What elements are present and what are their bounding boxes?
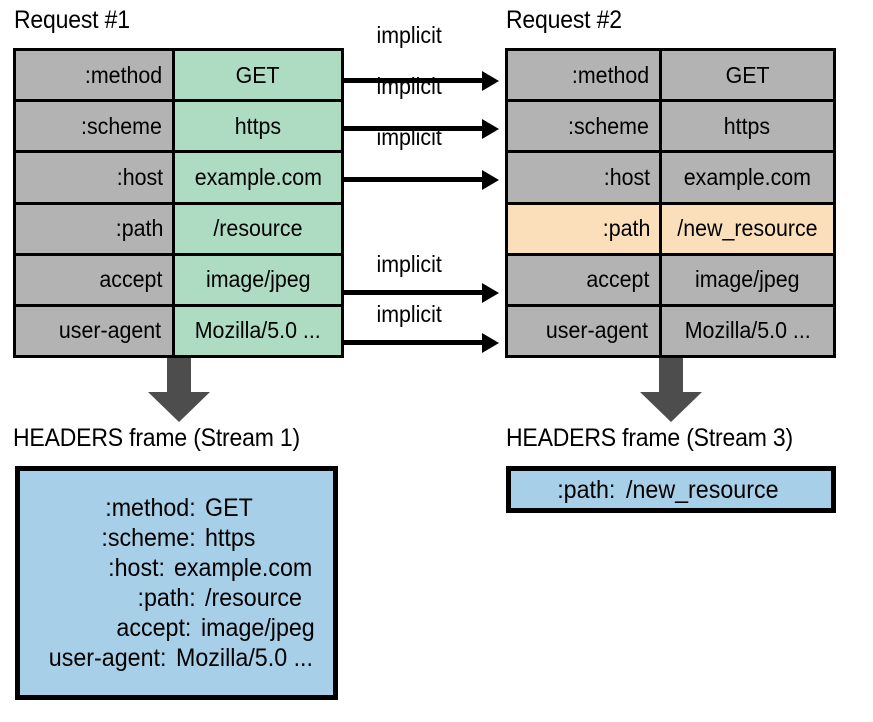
frame-key: :scheme: bbox=[101, 524, 196, 552]
table-row[interactable]: accept image/jpeg bbox=[16, 255, 341, 304]
request-2-table: :method GET :scheme https :host example.… bbox=[505, 48, 836, 358]
table-row[interactable]: :scheme https bbox=[508, 102, 833, 151]
frame-value: https bbox=[205, 524, 256, 552]
header-value-cell: /resource bbox=[175, 204, 341, 253]
table-row[interactable]: user-agent Mozilla/5.0 ... bbox=[508, 306, 833, 356]
request-2-caption: Request #2 bbox=[506, 6, 622, 34]
implicit-arrow-host bbox=[344, 177, 484, 182]
frame-stream-3-caption: HEADERS frame (Stream 3) bbox=[506, 424, 793, 452]
frame-line: :path: /resource bbox=[20, 583, 323, 613]
implicit-label-user-agent: implicit bbox=[376, 301, 442, 327]
frame-key: user-agent: bbox=[48, 644, 167, 672]
header-name-cell: accept bbox=[508, 255, 659, 304]
header-name-cell: user-agent bbox=[508, 306, 659, 356]
table-row[interactable]: :path /resource bbox=[16, 204, 341, 253]
frame-key: :path: bbox=[137, 584, 196, 612]
frame-stream-1-caption: HEADERS frame (Stream 1) bbox=[13, 424, 300, 452]
frame-line: accept: image/jpeg bbox=[20, 613, 323, 643]
table-row[interactable]: :host example.com bbox=[16, 153, 341, 202]
header-value-cell-changed: /new_resource bbox=[661, 204, 833, 253]
header-name-cell: :scheme bbox=[508, 102, 659, 151]
header-name-cell: :method bbox=[16, 51, 173, 100]
frame-value: image/jpeg bbox=[200, 614, 315, 642]
table-row[interactable]: accept image/jpeg bbox=[508, 255, 833, 304]
frame-key: :path: bbox=[556, 475, 616, 504]
frame-line: :method: GET bbox=[20, 493, 323, 523]
headers-frame-stream-3: :path: /new_resource bbox=[506, 466, 836, 513]
header-value-cell: https bbox=[175, 102, 341, 151]
frame-key: :host: bbox=[108, 554, 166, 582]
header-name-cell: user-agent bbox=[16, 306, 173, 356]
request-1-caption: Request #1 bbox=[14, 6, 130, 34]
frame-line: :path: /new_resource bbox=[552, 475, 791, 505]
table-row[interactable]: :method GET bbox=[16, 51, 341, 100]
frame-value: /resource bbox=[205, 584, 302, 612]
request-1-table: :method GET :scheme https :host example.… bbox=[13, 48, 344, 358]
frame-key: :method: bbox=[105, 494, 196, 522]
headers-frame-stream-1: :method: GET :scheme: https :host: examp… bbox=[15, 466, 338, 700]
header-value-cell: GET bbox=[175, 51, 341, 100]
table-row[interactable]: :scheme https bbox=[16, 102, 341, 151]
header-value-cell: https bbox=[661, 102, 833, 151]
frame-line: :scheme: https bbox=[20, 523, 323, 553]
implicit-arrow-method bbox=[344, 78, 484, 83]
header-name-cell: :scheme bbox=[16, 102, 173, 151]
implicit-arrow-accept bbox=[344, 290, 484, 295]
implicit-arrow-user-agent bbox=[344, 340, 484, 345]
table-row[interactable]: :host example.com bbox=[508, 153, 833, 202]
table-row[interactable]: user-agent Mozilla/5.0 ... bbox=[16, 306, 341, 356]
frame-line: :host: example.com bbox=[20, 553, 323, 583]
header-value-cell: example.com bbox=[175, 153, 341, 202]
header-value-cell: example.com bbox=[661, 153, 833, 202]
header-name-cell: :path bbox=[16, 204, 173, 253]
serialize-arrow-stream-1 bbox=[148, 358, 210, 422]
implicit-label-accept: implicit bbox=[376, 251, 442, 277]
table-row[interactable]: :method GET bbox=[508, 51, 833, 100]
frame-line: user-agent: Mozilla/5.0 ... bbox=[20, 643, 323, 673]
header-value-cell: Mozilla/5.0 ... bbox=[175, 306, 341, 356]
frame-value: GET bbox=[205, 494, 253, 522]
header-name-cell: :host bbox=[508, 153, 659, 202]
implicit-label-method: implicit bbox=[376, 22, 442, 48]
frame-value: example.com bbox=[174, 554, 313, 582]
frame-key: accept: bbox=[116, 614, 192, 642]
implicit-label-host: implicit bbox=[376, 124, 442, 150]
header-name-cell: accept bbox=[16, 255, 173, 304]
implicit-label-scheme: implicit bbox=[376, 73, 442, 99]
header-value-cell: GET bbox=[661, 51, 833, 100]
header-name-cell: :host bbox=[16, 153, 173, 202]
header-value-cell: Mozilla/5.0 ... bbox=[661, 306, 833, 356]
frame-value: Mozilla/5.0 ... bbox=[175, 644, 313, 672]
serialize-arrow-stream-3 bbox=[640, 358, 702, 422]
implicit-arrow-scheme bbox=[344, 126, 484, 131]
header-value-cell: image/jpeg bbox=[661, 255, 833, 304]
header-value-cell: image/jpeg bbox=[175, 255, 341, 304]
header-name-cell: :method bbox=[508, 51, 659, 100]
table-row-changed[interactable]: :path /new_resource bbox=[508, 204, 833, 253]
frame-value: /new_resource bbox=[626, 475, 779, 504]
header-name-cell-changed: :path bbox=[508, 204, 659, 253]
